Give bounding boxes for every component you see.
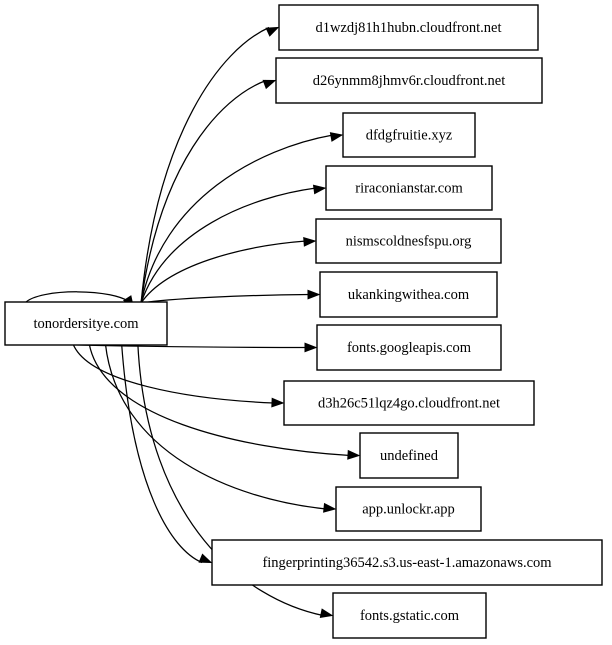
node-label: d26ynmm8jhmv6r.cloudfront.net [313, 73, 506, 89]
node-label: nismscoldnesfspu.org [346, 234, 472, 250]
graph-node[interactable]: ukankingwithea.com [319, 271, 498, 318]
node-label: ukankingwithea.com [348, 287, 470, 303]
node-box[interactable] [319, 271, 498, 318]
node-label: undefined [380, 448, 439, 464]
edges-layer [24, 26, 361, 618]
node-box[interactable] [359, 432, 459, 479]
graph-node[interactable]: app.unlockr.app [335, 486, 482, 532]
edge-source-to-n10 [104, 343, 337, 513]
node-box[interactable] [275, 57, 543, 104]
node-box[interactable] [211, 539, 603, 586]
graph-node[interactable]: fingerprinting36542.s3.us-east-1.amazona… [211, 539, 603, 586]
node-label: d1wzdj81h1hubn.cloudfront.net [315, 20, 501, 36]
node-label: d3h26c51lqz4go.cloudfront.net [318, 396, 500, 412]
node-box[interactable] [325, 165, 493, 211]
edge-source-to-n4 [140, 184, 327, 304]
node-label: fonts.googleapis.com [347, 340, 472, 356]
node-box[interactable] [4, 301, 168, 346]
graph-node-source[interactable]: tonordersitye.com [4, 301, 168, 346]
node-label: tonordersitye.com [33, 316, 139, 332]
edge-source-to-n2 [140, 79, 277, 304]
graph-node[interactable]: undefined [359, 432, 459, 479]
graph-node[interactable]: d1wzdj81h1hubn.cloudfront.net [278, 4, 539, 51]
edge-source-to-n6 [140, 289, 321, 304]
nodes-layer: tonordersitye.com d1wzdj81h1hubn.cloudfro… [4, 4, 603, 639]
node-box[interactable] [335, 486, 482, 532]
edge-source-to-n3 [140, 132, 344, 304]
edge-source-to-n1 [140, 26, 280, 304]
node-box[interactable] [342, 112, 476, 158]
edge-source-to-n9 [88, 343, 361, 460]
graph-node[interactable]: d3h26c51lqz4go.cloudfront.net [283, 380, 535, 426]
node-label: fonts.gstatic.com [360, 608, 460, 624]
graph-node[interactable]: fonts.googleapis.com [316, 324, 502, 371]
node-label: app.unlockr.app [362, 502, 455, 518]
graph-node[interactable]: fonts.gstatic.com [332, 592, 487, 639]
graph-node[interactable]: dfdgfruitie.xyz [342, 112, 476, 158]
edge-source-to-n12 [137, 343, 334, 618]
node-label: riraconianstar.com [355, 181, 463, 197]
node-box[interactable] [278, 4, 539, 51]
node-box[interactable] [332, 592, 487, 639]
edge-source-to-n5 [140, 236, 317, 304]
node-label: dfdgfruitie.xyz [366, 128, 453, 144]
node-label: fingerprinting36542.s3.us-east-1.amazona… [262, 555, 552, 571]
graph-node[interactable]: d26ynmm8jhmv6r.cloudfront.net [275, 57, 543, 104]
node-box[interactable] [316, 324, 502, 371]
edge-source-to-n8 [72, 343, 285, 408]
edge-source-to-n11 [121, 343, 213, 564]
graph-node[interactable]: nismscoldnesfspu.org [315, 218, 502, 264]
node-box[interactable] [315, 218, 502, 264]
graph-node[interactable]: riraconianstar.com [325, 165, 493, 211]
node-box[interactable] [283, 380, 535, 426]
